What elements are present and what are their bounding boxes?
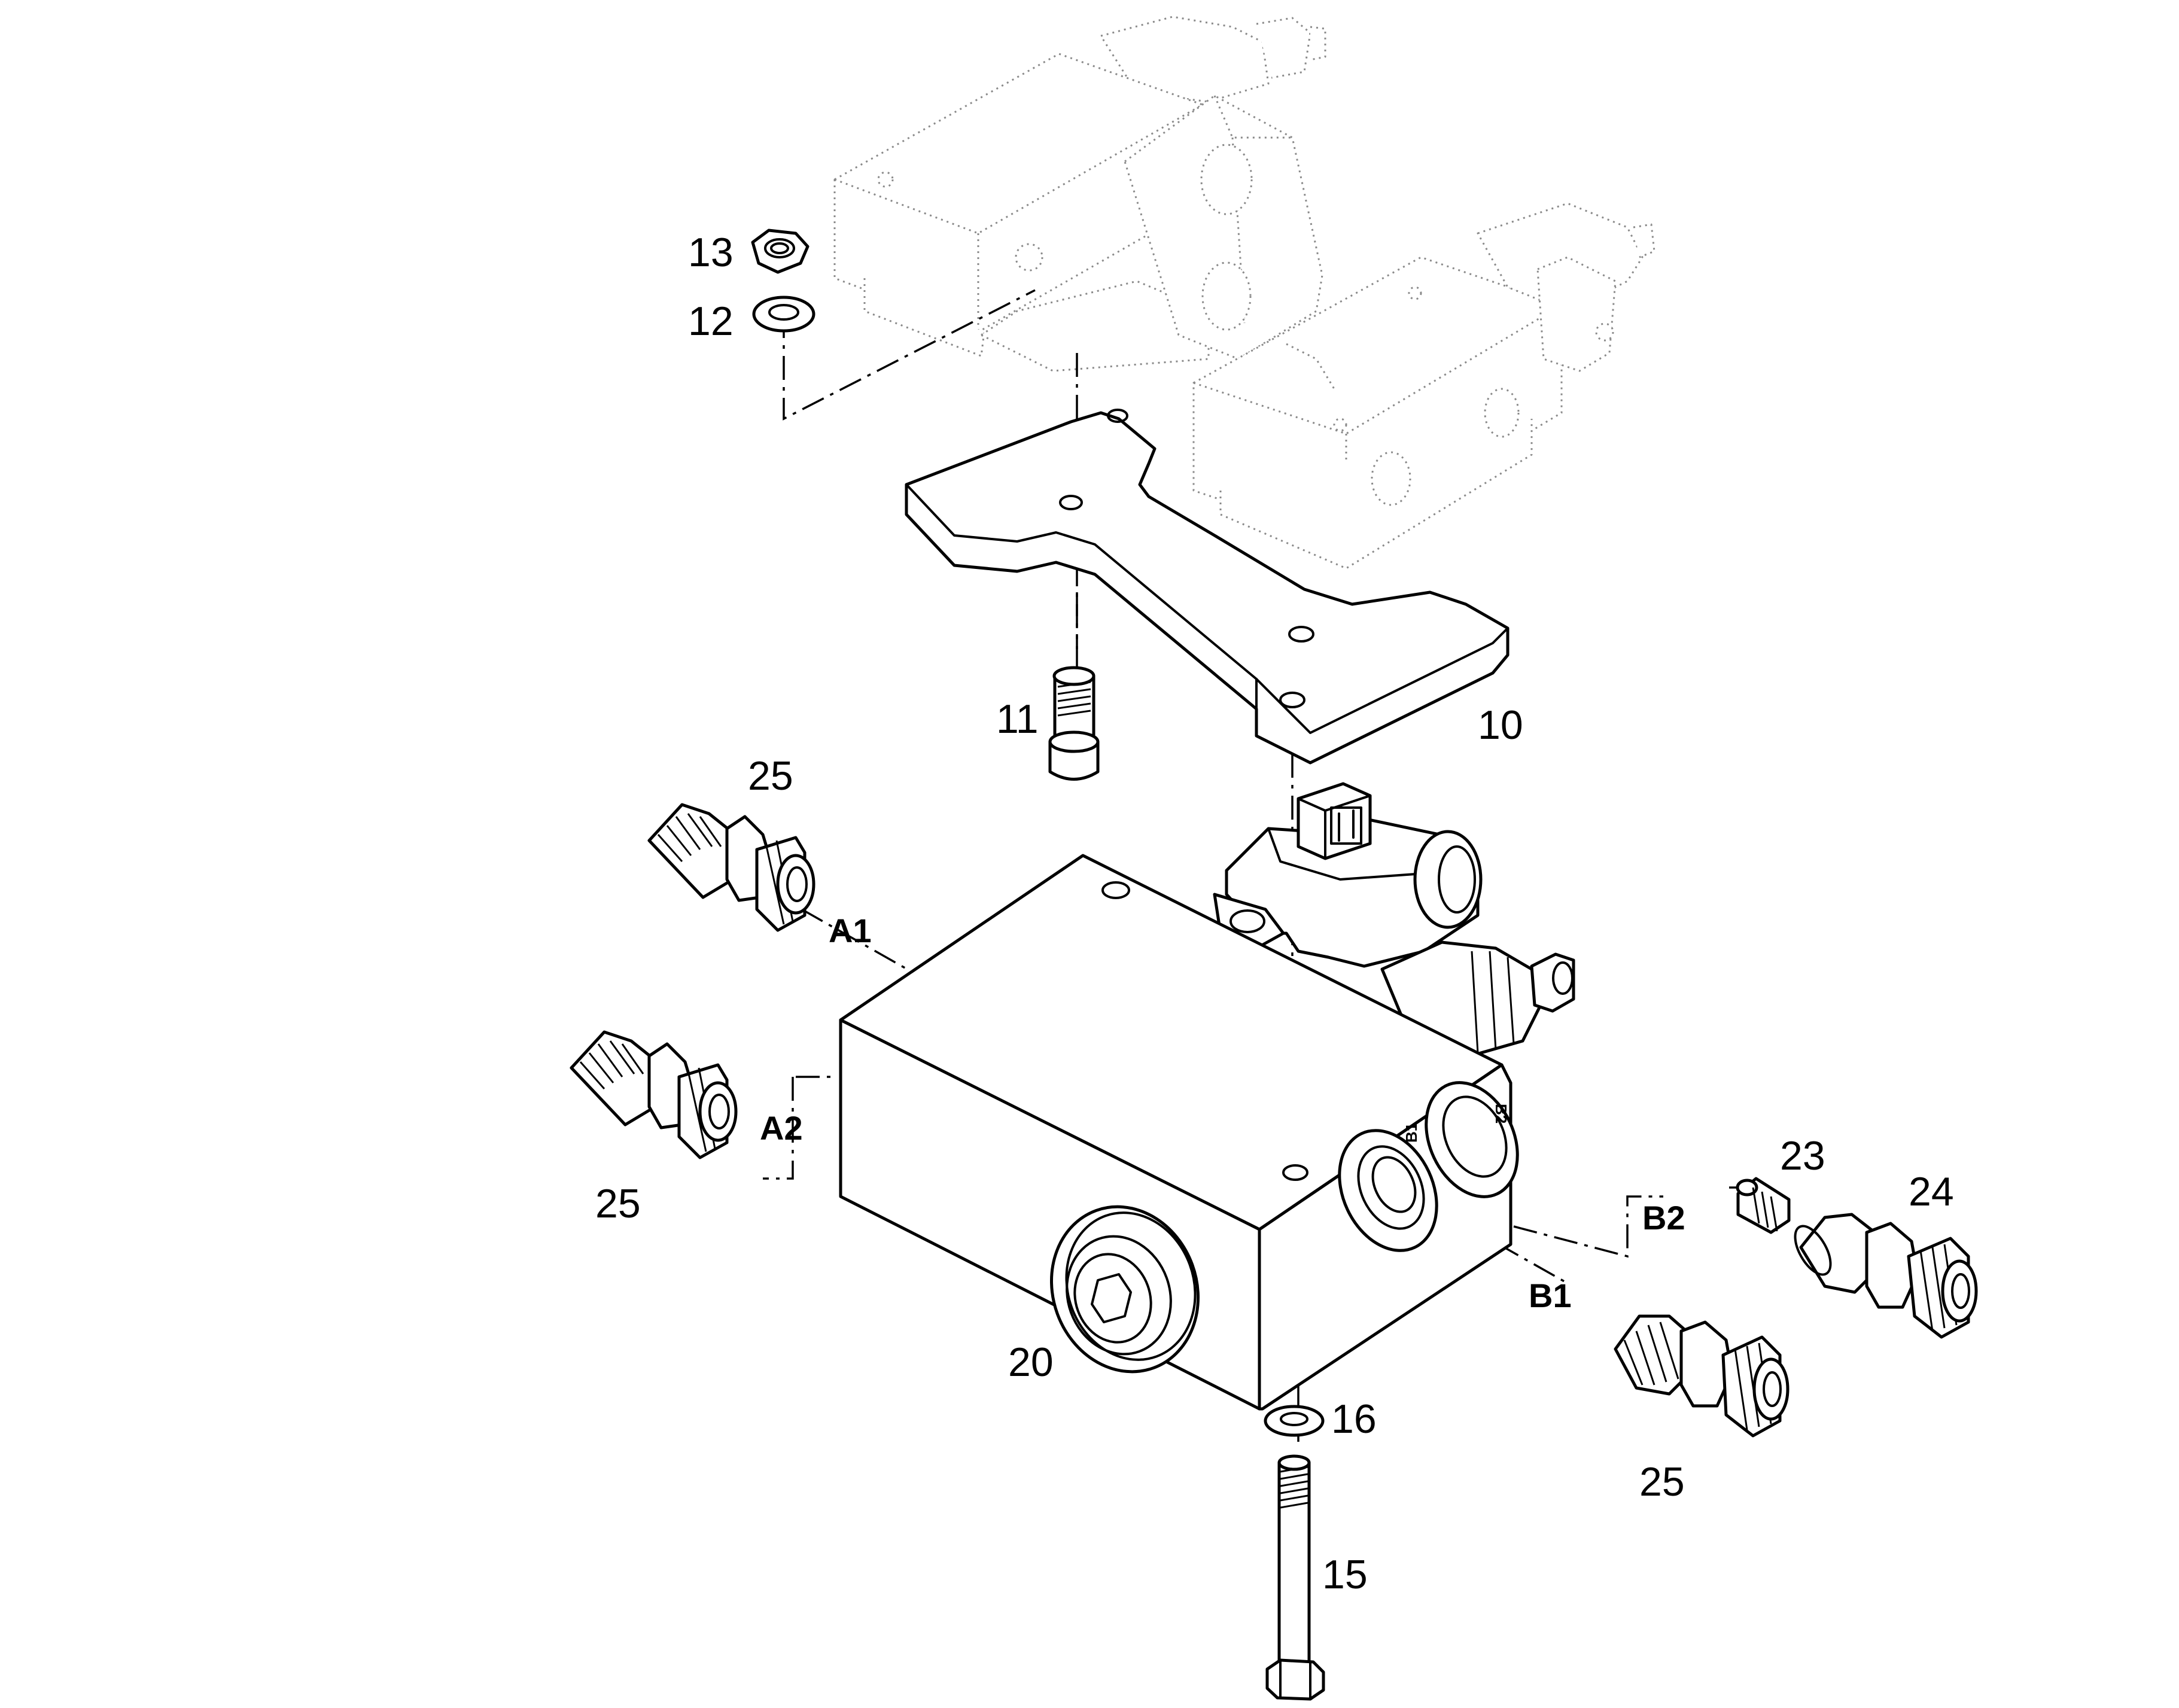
part-25-fitting-a2[interactable] (570, 1030, 738, 1159)
part-15-long-bolt[interactable] (1265, 1454, 1325, 1701)
part-20-plug[interactable] (1028, 1186, 1221, 1392)
part-13-nut[interactable] (751, 229, 809, 274)
part-10-mounting-plate[interactable] (905, 409, 1510, 765)
callout-numbers: 13 12 11 10 25 25 20 16 15 23 24 25 (595, 230, 1954, 1597)
port-label-a1: A1 (829, 912, 872, 949)
callout-13: 13 (688, 230, 734, 275)
solenoid-valve[interactable] (1213, 812, 1483, 968)
callout-25-b1: 25 (1639, 1459, 1685, 1505)
callout-11: 11 (996, 696, 1039, 742)
port-label-b1: B1 (1529, 1277, 1572, 1314)
port-b1-boss[interactable] (1321, 1115, 1456, 1266)
callout-25-a1: 25 (748, 753, 793, 799)
port-label-b2: B2 (1642, 1199, 1685, 1237)
part-11-cap-screw[interactable] (1048, 666, 1100, 781)
port-b2-boss[interactable] (1408, 1068, 1535, 1211)
solenoid-connector[interactable] (1297, 782, 1372, 860)
callout-25-a2: 25 (595, 1181, 641, 1226)
port-label-a2: A2 (760, 1109, 803, 1147)
callout-10: 10 (1478, 702, 1523, 748)
face-label-b2: B2 (1492, 1104, 1510, 1124)
part-12-washer[interactable] (752, 296, 815, 333)
face-markings: B1 B2 (1402, 1104, 1510, 1143)
callout-23: 23 (1780, 1133, 1825, 1179)
callout-15: 15 (1322, 1552, 1368, 1597)
callout-20: 20 (1008, 1339, 1054, 1385)
part-24-fitting[interactable] (1788, 1213, 1978, 1339)
part-16-washer[interactable] (1264, 1405, 1325, 1437)
callout-16: 16 (1331, 1396, 1377, 1442)
face-label-b1: B1 (1402, 1123, 1420, 1143)
callout-24: 24 (1909, 1169, 1954, 1214)
ghost-valve-assembly (833, 16, 1655, 570)
port-labels: A1 A2 B1 B2 (760, 912, 1685, 1314)
part-25-fitting-b1[interactable] (1614, 1314, 1790, 1438)
callout-12: 12 (688, 299, 734, 344)
part-25-fitting-a1[interactable] (647, 803, 815, 932)
part-23-restrictor[interactable] (1736, 1177, 1791, 1234)
